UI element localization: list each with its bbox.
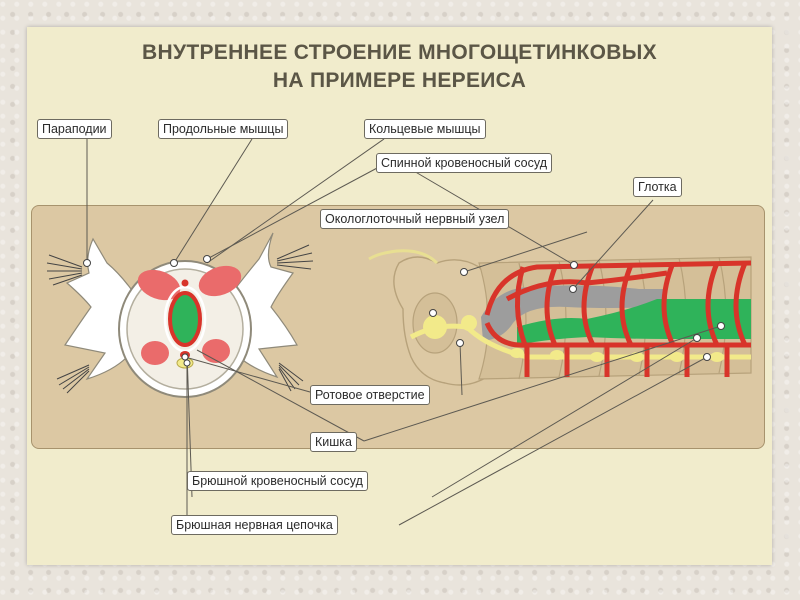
label-mouth: Ротовое отверстие bbox=[310, 385, 430, 405]
right-bristles bbox=[277, 245, 313, 391]
label-longitudinal-muscles: Продольные мышцы bbox=[158, 119, 288, 139]
label-ventral-vessel: Брюшной кровеносный сосуд bbox=[187, 471, 368, 491]
label-intestine: Кишка bbox=[310, 432, 357, 452]
nerve-ganglion bbox=[423, 315, 447, 339]
label-parapodia: Параподии bbox=[37, 119, 112, 139]
slide: ВНУТРЕННЕЕ СТРОЕНИЕ МНОГОЩЕТИНКОВЫХ НА П… bbox=[27, 27, 772, 565]
label-ring-muscles: Кольцевые мышцы bbox=[364, 119, 486, 139]
nereis-diagram bbox=[27, 27, 772, 565]
dorsal-vessel-section bbox=[182, 280, 189, 287]
intestine-section bbox=[170, 293, 200, 345]
muscle-bottom-right bbox=[202, 339, 230, 363]
label-pharynx: Глотка bbox=[633, 177, 682, 197]
nerve-ganglion-2 bbox=[461, 315, 477, 331]
muscle-bottom-left bbox=[141, 341, 169, 365]
longitudinal-section bbox=[369, 251, 751, 385]
label-ventral-nerve-cord: Брюшная нервная цепочка bbox=[171, 515, 338, 535]
label-periphary-ganglion: Окологлоточный нервный узел bbox=[320, 209, 509, 229]
label-dorsal-vessel: Спинной кровеносный сосуд bbox=[376, 153, 552, 173]
